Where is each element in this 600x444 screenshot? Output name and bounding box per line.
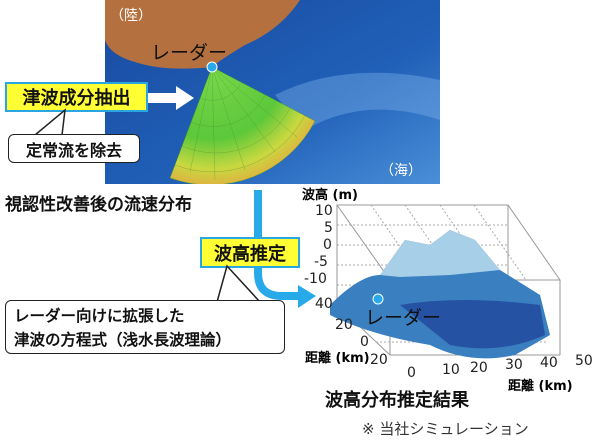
- x-tick: 20: [470, 360, 488, 376]
- x-tick: 10: [442, 362, 460, 378]
- z-tick: 5: [324, 220, 333, 236]
- right-arrow-icon: [148, 86, 194, 110]
- footnote: ※ 当社シミュレーション: [362, 420, 529, 438]
- x-axis-label: 距離 (km): [508, 379, 573, 394]
- callout-pointer: [34, 108, 66, 136]
- callout-pointer-2: [216, 264, 261, 303]
- land-label: （陸）: [110, 8, 152, 24]
- radar-map: [105, 0, 440, 184]
- callout-line-2: 津波の方程式（浅水長波理論）: [14, 331, 232, 349]
- wave-height-3d-plot: [330, 204, 561, 359]
- z-tick: 0: [323, 237, 332, 253]
- x-tick: 30: [505, 357, 523, 373]
- radar-marker: [206, 61, 218, 73]
- radar-label: レーダー: [151, 42, 228, 64]
- x-tick: 40: [540, 355, 558, 371]
- z-tick: -5: [314, 254, 328, 270]
- y-tick: 40: [315, 296, 333, 312]
- flow-caption: 視認性改善後の流速分布: [5, 195, 192, 215]
- y-tick: 0: [360, 334, 369, 350]
- x-tick: 0: [407, 365, 416, 381]
- plot-caption: 波高分布推定結果: [325, 390, 469, 411]
- estimate-box: 波高推定: [200, 237, 300, 268]
- z-tick: 10: [315, 203, 333, 219]
- land-area: [105, 0, 300, 69]
- y-axis-label: 距離 (km): [305, 351, 370, 366]
- callout-line-1: レーダー向けに拡張した: [14, 307, 185, 325]
- flow-arrow-icon: [254, 190, 316, 308]
- velocity-fan: [169, 66, 316, 184]
- x-tick: 50: [575, 353, 593, 369]
- extract-box: 津波成分抽出: [5, 82, 148, 112]
- sea-label: （海）: [380, 163, 422, 179]
- z-tick: -10: [304, 271, 327, 287]
- z-axis-label: 波高 (m): [302, 188, 358, 203]
- y-tick: 20: [335, 317, 353, 333]
- radar-marker-plot: [372, 293, 384, 305]
- extract-callout: 定常流を除去: [8, 134, 140, 163]
- wave-peak: [380, 230, 500, 277]
- plot-radar-label: レーダー: [365, 307, 442, 329]
- y-tick: 20: [370, 352, 388, 368]
- estimate-callout: レーダー向けに拡張した 津波の方程式（浅水長波理論）: [5, 300, 285, 354]
